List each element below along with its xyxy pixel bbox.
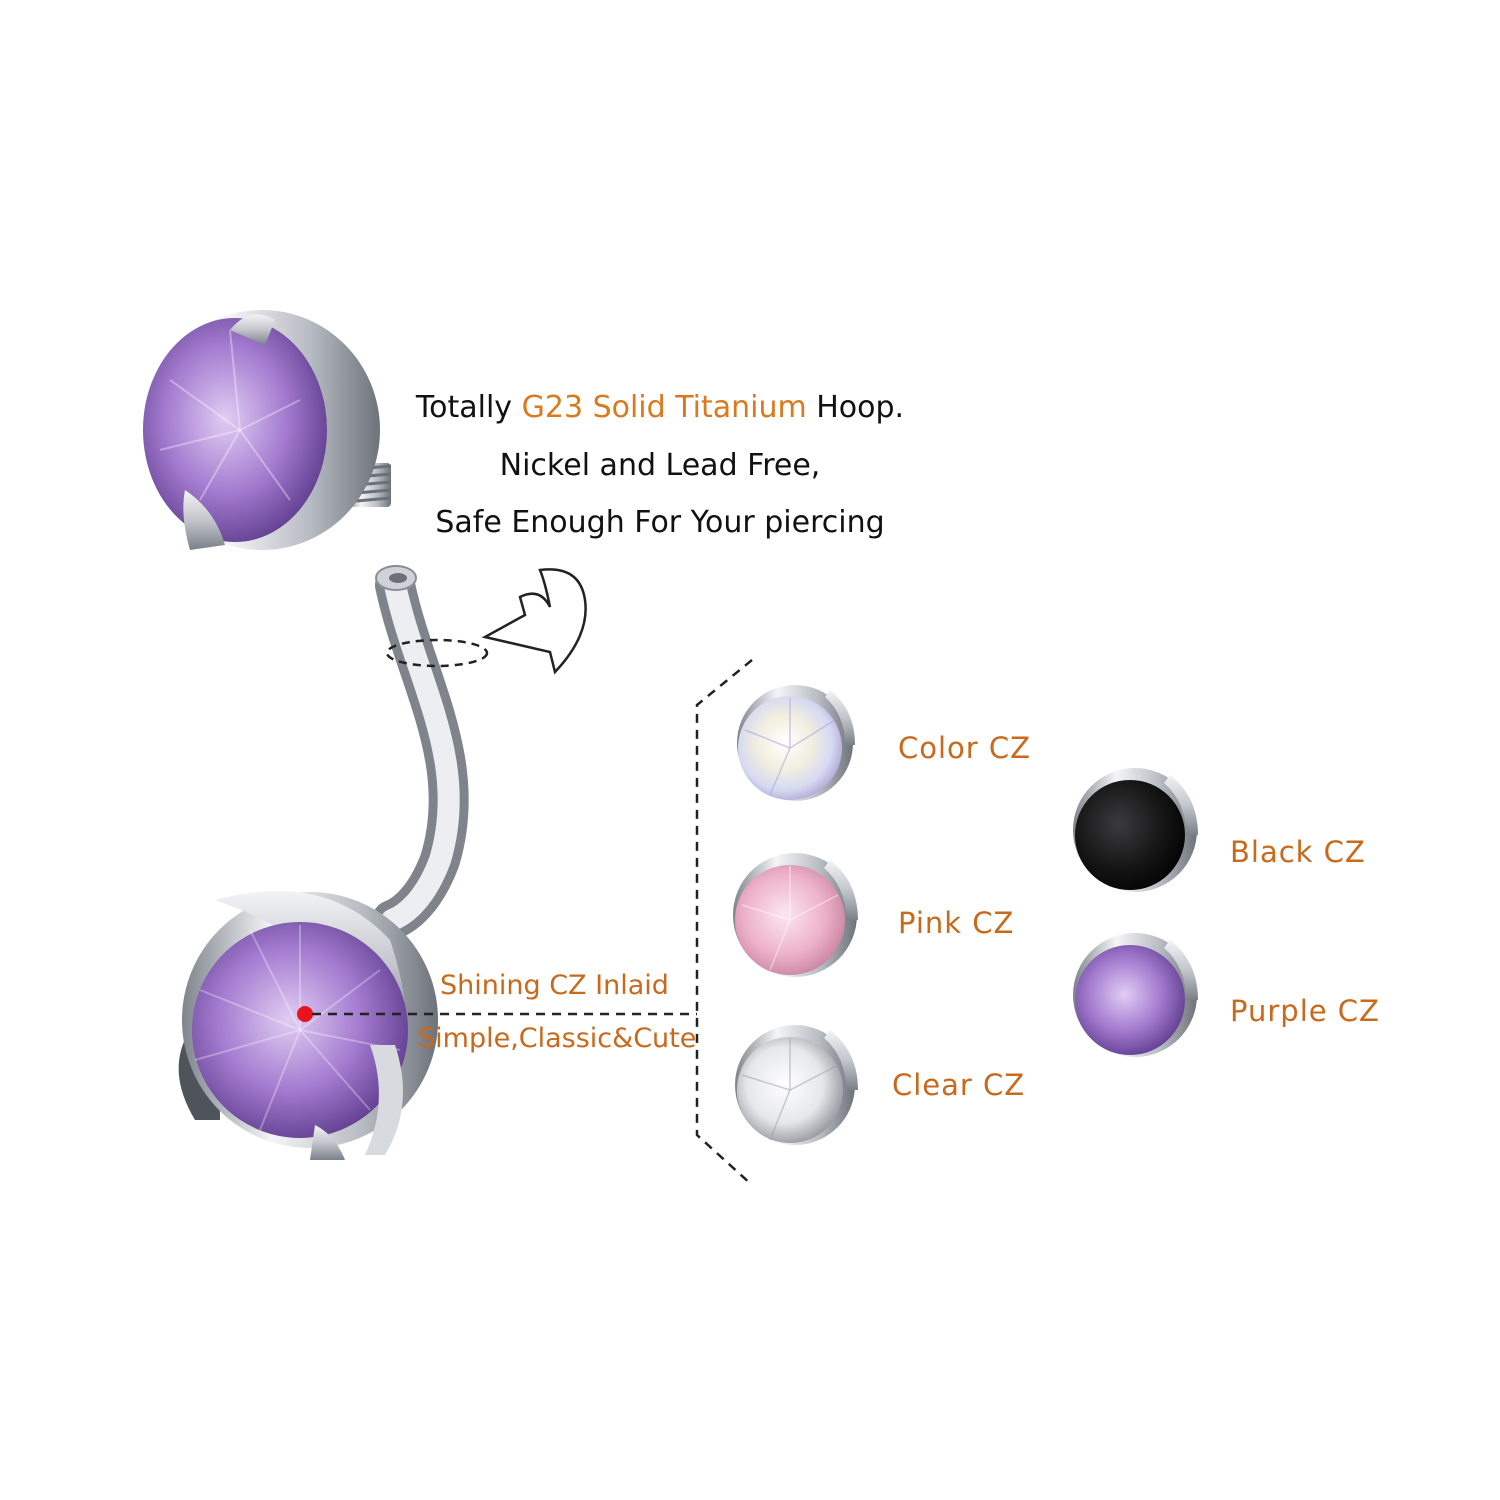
headline-line-2: Nickel and Lead Free,: [499, 448, 821, 483]
headline-line-1: Totally G23 Solid Titanium Hoop.: [330, 390, 990, 425]
variant-label-color: Color CZ: [898, 731, 1032, 765]
feature-line-1: Shining CZ Inlaid: [440, 970, 669, 1001]
headline-suffix: Hoop.: [806, 390, 905, 425]
headline-line-3: Safe Enough For Your piercing: [435, 505, 885, 540]
variant-label-purple: Purple CZ: [1230, 994, 1380, 1028]
variant-label-black: Black CZ: [1230, 835, 1366, 869]
feature-line-2: Simple,Classic&Cute: [418, 1023, 697, 1054]
variant-label-clear: Clear CZ: [892, 1068, 1026, 1102]
curved-bar: [372, 565, 469, 940]
variant-gem-pink: [733, 853, 858, 977]
callout-lines: [312, 659, 753, 1186]
detached-gem-top: [143, 310, 392, 550]
variant-gem-clear: [735, 1025, 858, 1145]
variant-gem-black: [1073, 768, 1198, 892]
headline-prefix: Totally: [415, 390, 522, 425]
variant-gem-purple: [1073, 933, 1198, 1057]
variant-gem-color: [737, 685, 855, 801]
variant-label-pink: Pink CZ: [898, 906, 1015, 940]
thread-callout: [385, 568, 587, 675]
headline-highlight: G23 Solid Titanium: [521, 390, 807, 425]
main-gem: [178, 891, 438, 1160]
